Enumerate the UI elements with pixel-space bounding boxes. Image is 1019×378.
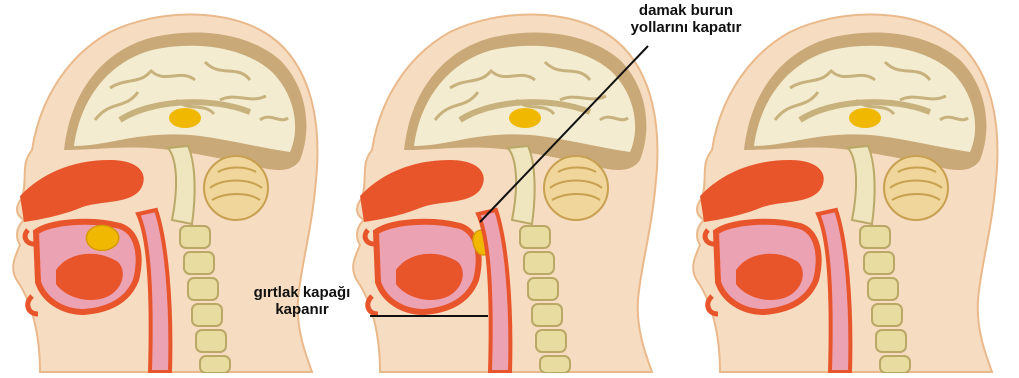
head-cross-section-3 [680,0,1019,373]
head-panel-stage-2 [340,0,680,373]
palate-label-line-2: yollarını kapatır [596,19,776,36]
head-cross-section-2 [340,0,680,373]
food-bolus [86,225,118,250]
thalamus [849,108,881,128]
palate-label-line-1: damak burun [596,2,776,19]
cerebellum [544,156,608,220]
thalamus [509,108,541,128]
tongue [736,254,803,300]
tongue [56,254,123,300]
head-panel-stage-3 [680,0,1019,373]
tongue [396,254,463,300]
cerebellum [204,156,268,220]
cerebellum [884,156,948,220]
epiglottis-label-line-2: kapanır [232,301,372,318]
palate-label: damak burun yollarını kapatır [596,2,776,36]
epiglottis-label: gırtlak kapağı kapanır [232,284,372,318]
thalamus [169,108,201,128]
epiglottis-label-line-1: gırtlak kapağı [232,284,372,301]
